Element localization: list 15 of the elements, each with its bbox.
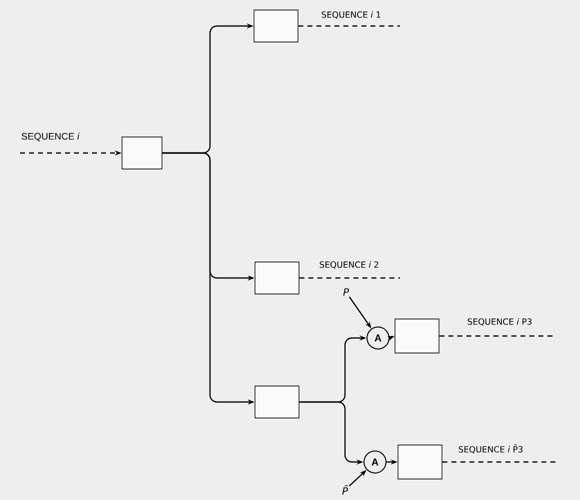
process-box — [254, 262, 300, 294]
edge-label: SEQUENCE i — [22, 132, 80, 142]
signal-label: P̄ — [342, 485, 348, 495]
sequence-label: SEQUENCE i P̄3 — [458, 444, 523, 454]
sequence-label: SEQUENCE i 2 — [320, 261, 378, 269]
process-box — [394, 318, 440, 354]
process-box — [254, 10, 298, 42]
circle-node: A — [364, 450, 386, 474]
process-box — [254, 386, 300, 418]
circle-node: A — [366, 326, 390, 350]
sequence-label: SEQUENCE i P3 — [468, 318, 532, 326]
sequence-label: SEQUENCE i 1 — [322, 11, 380, 19]
signal-label: P — [343, 288, 349, 296]
process-box — [122, 136, 162, 170]
process-box — [398, 444, 442, 480]
